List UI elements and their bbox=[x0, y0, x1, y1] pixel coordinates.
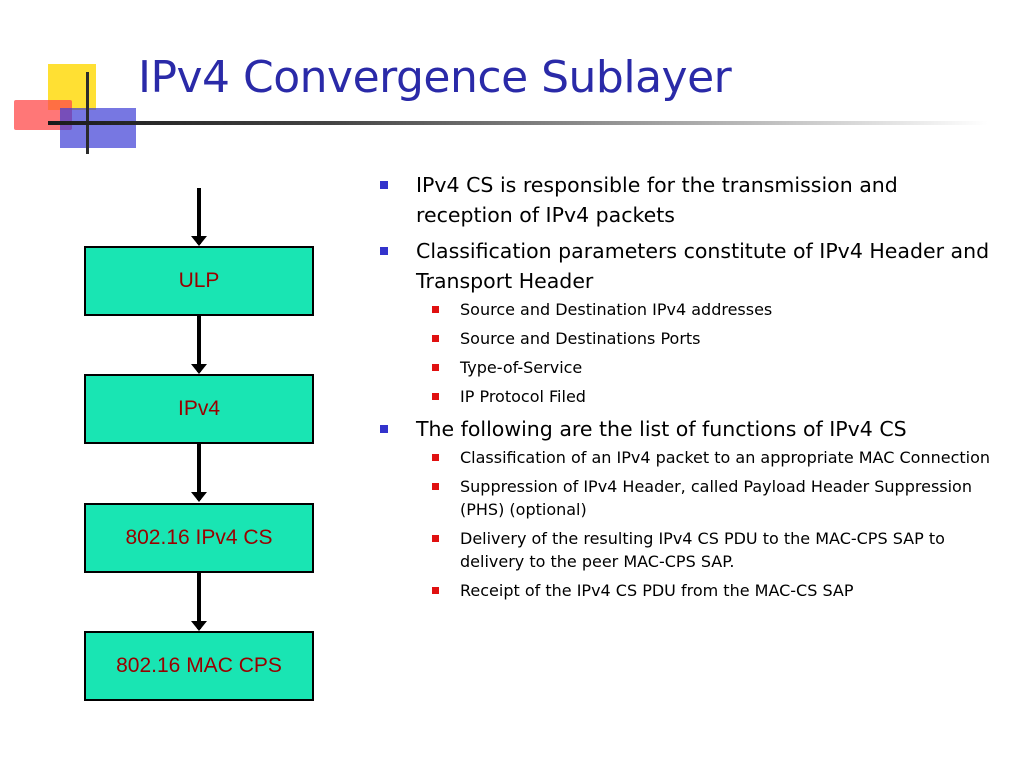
sub-bullet-item: Type-of-Service bbox=[378, 356, 990, 379]
square-bullet-icon bbox=[432, 306, 439, 313]
sub-bullet-text: Source and Destination IPv4 addresses bbox=[460, 300, 773, 319]
sub-bullet-text: Source and Destinations Ports bbox=[460, 329, 701, 348]
slide-logo-decoration bbox=[0, 0, 1024, 160]
sub-bullet-list: Classification of an IPv4 packet to an a… bbox=[416, 446, 990, 602]
sub-bullet-text: Type-of-Service bbox=[460, 358, 583, 377]
flow-diagram: ULP IPv4 802.16 IPv4 CS 802.16 MAC CPS bbox=[0, 0, 340, 768]
box-ipv4-cs: 802.16 IPv4 CS bbox=[84, 503, 314, 573]
square-bullet-icon bbox=[380, 181, 388, 189]
square-bullet-icon bbox=[380, 425, 388, 433]
sub-bullet-item: Source and Destinations Ports bbox=[378, 327, 990, 350]
sub-bullet-item: Source and Destination IPv4 addresses bbox=[378, 298, 990, 321]
box-mac-cps: 802.16 MAC CPS bbox=[84, 631, 314, 701]
square-bullet-icon bbox=[432, 393, 439, 400]
bullet-item: The following are the list of functions … bbox=[378, 414, 990, 602]
square-bullet-icon bbox=[432, 364, 439, 371]
title-underline bbox=[48, 121, 988, 125]
sub-bullet-item: Classification of an IPv4 packet to an a… bbox=[378, 446, 990, 469]
sub-bullet-text: IP Protocol Filed bbox=[460, 387, 586, 406]
sub-bullet-text: Classification of an IPv4 packet to an a… bbox=[460, 448, 991, 467]
square-bullet-icon bbox=[432, 535, 439, 542]
sub-bullet-item: IP Protocol Filed bbox=[378, 385, 990, 408]
sub-bullet-text: Receipt of the IPv4 CS PDU from the MAC-… bbox=[460, 581, 854, 600]
arrow-cs-to-mac-cps bbox=[191, 573, 207, 631]
square-bullet-icon bbox=[380, 247, 388, 255]
sub-bullet-item: Receipt of the IPv4 CS PDU from the MAC-… bbox=[378, 579, 990, 602]
square-bullet-icon bbox=[432, 587, 439, 594]
box-ulp: ULP bbox=[84, 246, 314, 316]
bullet-content: IPv4 CS is responsible for the transmiss… bbox=[378, 170, 990, 608]
sub-bullet-item: Suppression of IPv4 Header, called Paylo… bbox=[378, 475, 990, 521]
sub-bullet-text: Delivery of the resulting IPv4 CS PDU to… bbox=[460, 529, 945, 571]
bullet-text: IPv4 CS is responsible for the transmiss… bbox=[416, 173, 898, 227]
bullet-item: Classification parameters constitute of … bbox=[378, 236, 990, 408]
bullet-text: The following are the list of functions … bbox=[416, 417, 907, 441]
arrow-ipv4-to-cs bbox=[191, 444, 207, 502]
square-bullet-icon bbox=[432, 454, 439, 461]
box-ipv4: IPv4 bbox=[84, 374, 314, 444]
bullet-item: IPv4 CS is responsible for the transmiss… bbox=[378, 170, 990, 230]
sub-bullet-list: Source and Destination IPv4 addresses So… bbox=[416, 298, 990, 408]
slide-title: IPv4 Convergence Sublayer bbox=[138, 52, 732, 103]
square-bullet-icon bbox=[432, 483, 439, 490]
bullet-text: Classification parameters constitute of … bbox=[416, 239, 990, 293]
logo-vertical-line bbox=[86, 72, 89, 154]
sub-bullet-text: Suppression of IPv4 Header, called Paylo… bbox=[460, 477, 972, 519]
logo-blue-square bbox=[60, 108, 136, 148]
bullet-list: IPv4 CS is responsible for the transmiss… bbox=[378, 170, 990, 602]
arrow-into-ulp bbox=[191, 188, 207, 246]
sub-bullet-item: Delivery of the resulting IPv4 CS PDU to… bbox=[378, 527, 990, 573]
arrow-ulp-to-ipv4 bbox=[191, 316, 207, 374]
square-bullet-icon bbox=[432, 335, 439, 342]
